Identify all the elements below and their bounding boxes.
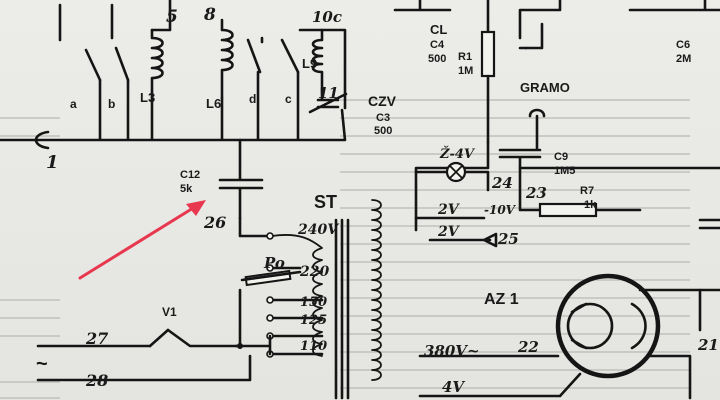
mains-input: V1 27 28 ~ — [36, 288, 272, 390]
switch-label-d: d — [249, 92, 256, 106]
c4-value: 500 — [428, 53, 446, 65]
c4-label: C4 — [430, 39, 445, 51]
tap-125: 125 — [300, 313, 327, 328]
voltage-minus10v: -10V — [484, 203, 517, 217]
switch-label-c: c — [285, 92, 292, 106]
power-switch-label: V1 — [162, 305, 177, 319]
voltage-2v-a: 2V — [437, 202, 461, 218]
terminal-22: 22 — [517, 338, 539, 356]
tap-150: 150 — [300, 295, 327, 310]
terminal-23: 23 — [525, 184, 547, 202]
tap-220: 220 — [299, 264, 329, 280]
terminal-1: 1 — [46, 152, 59, 173]
r7-label: R7 — [580, 185, 594, 197]
resistor-R7: R7 1k — [518, 166, 642, 218]
voltage-4v: 4V — [442, 378, 465, 396]
gramo-label: GRAMO — [520, 80, 570, 95]
tap-110: 110 — [300, 339, 327, 354]
bus-wire — [0, 70, 347, 142]
r1-label: R1 — [458, 51, 472, 63]
czv-label: CZV — [368, 93, 397, 109]
transformer-ST: ST 240V 220 150 125 110 — [238, 192, 382, 400]
cl-label: CL — [430, 22, 447, 37]
r7-value: 1k — [584, 199, 597, 211]
lamp-label: Ž-4V — [439, 146, 476, 162]
fuse-label: Po — [263, 254, 285, 272]
pilot-lamp: Ž-4V — [414, 146, 490, 192]
terminal-21: 21 — [697, 336, 719, 354]
c3-value: 500 — [374, 125, 392, 137]
tube-label: AZ 1 — [484, 291, 519, 308]
switch-label-b: b — [108, 97, 115, 111]
capacitor-CL: CL C4 500 — [393, 0, 452, 65]
right-edge-capacitor — [698, 218, 720, 332]
switch-label-a: a — [70, 97, 77, 111]
coil-L6: L6 — [206, 18, 234, 111]
resistor-R1: R1 1M — [458, 0, 496, 144]
antenna-plug — [34, 130, 50, 150]
c9-value: 1M5 — [554, 165, 575, 177]
c12-label: C12 — [180, 169, 200, 181]
r1-value: 1M — [458, 65, 473, 77]
c12-value: 5k — [180, 183, 193, 195]
capacitor-C6: C6 2M — [628, 0, 720, 65]
terminal-11: 11 — [318, 84, 339, 102]
coil-label-L6: L6 — [206, 96, 221, 111]
gramo-input: GRAMO — [518, 0, 570, 150]
fuse-Po: Po — [240, 254, 302, 287]
terminal-26: 26 — [203, 213, 226, 232]
background-print-lines — [0, 99, 690, 399]
terminal-10c: 10c — [312, 8, 342, 26]
switch-bank: a b d c — [58, 3, 300, 111]
heater-lines: 2V -10V 2V 25 — [414, 202, 519, 248]
voltage-2v-b: 2V — [437, 224, 461, 240]
terminal-27: 27 — [85, 329, 108, 348]
coil-L3: L3 — [140, 0, 172, 105]
red-pointer-arrow — [78, 200, 206, 280]
c6-label: C6 — [676, 39, 690, 51]
trimmer-capacitor: CZV C3 500 — [308, 90, 397, 137]
rectifier-tube-AZ1: AZ 1 22 21 380V~ 4V — [418, 273, 720, 400]
c9-label: C9 — [554, 151, 568, 163]
mains-symbol: ~ — [36, 353, 48, 375]
c6-value: 2M — [676, 53, 691, 65]
terminal-8: 8 — [203, 5, 216, 25]
coil-label-L3: L3 — [140, 90, 155, 105]
tap-240v: 240V — [297, 222, 340, 238]
coil-label-L9: L9 — [302, 56, 317, 71]
terminal-28: 28 — [85, 371, 108, 390]
capacitor-C12: C12 5k — [180, 138, 264, 220]
terminal-5: 5 — [166, 7, 178, 27]
terminal-25: 25 — [497, 230, 519, 248]
voltage-380v: 380V~ — [424, 342, 480, 360]
c3-label: C3 — [376, 112, 390, 124]
transformer-label: ST — [314, 192, 337, 212]
terminal-24: 24 — [491, 174, 513, 192]
